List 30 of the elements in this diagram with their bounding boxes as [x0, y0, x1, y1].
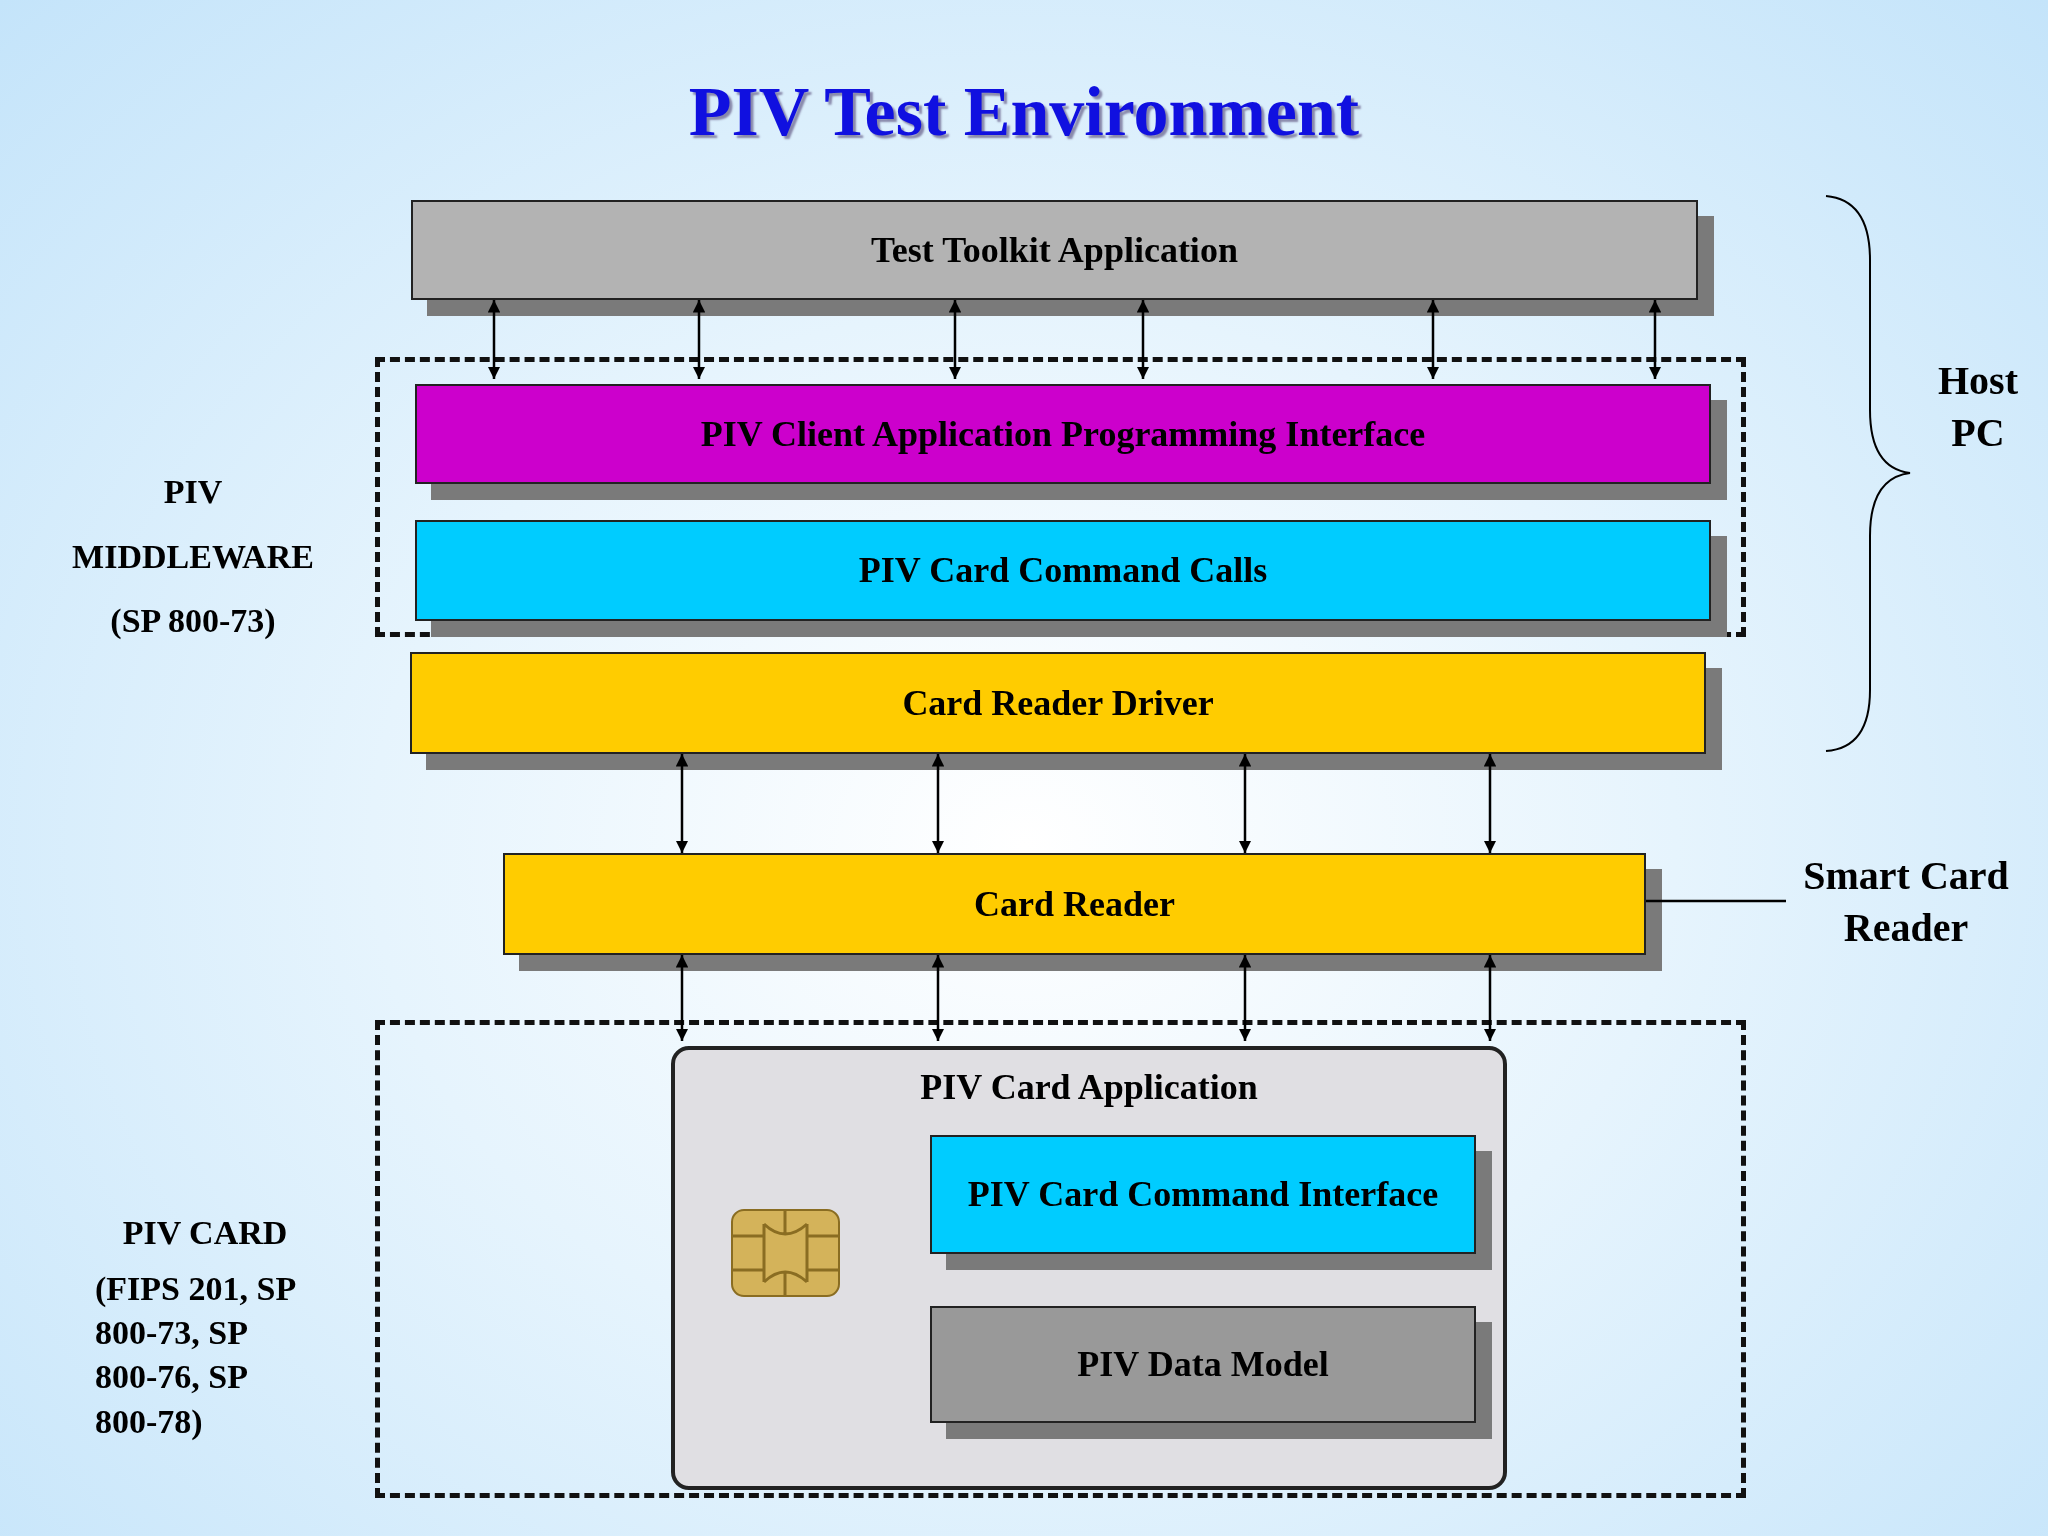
- double-arrow: [1483, 955, 1497, 1041]
- group-heading: (FIPS 201, SP 800-73, SP 800-76, SP 800-78): [95, 1269, 296, 1442]
- double-arrow: [931, 955, 945, 1041]
- diagram-title: PIV Test Environment: [687, 72, 1361, 152]
- double-arrow: [1648, 300, 1662, 379]
- bracket-label: Host PC: [1937, 357, 2019, 457]
- leader-line: [1646, 899, 1786, 903]
- double-arrow: [948, 300, 962, 379]
- layer-label: Card Reader Driver: [901, 681, 1215, 725]
- card-heading: PIV Card Application: [919, 1066, 1259, 1108]
- layer-label: Card Reader: [973, 882, 1176, 926]
- double-arrow: [1136, 300, 1150, 379]
- group-heading: PIV MIDDLEWARE (SP 800-73): [71, 472, 315, 642]
- double-arrow: [1483, 754, 1497, 853]
- double-arrow: [487, 300, 501, 379]
- double-arrow: [1238, 754, 1252, 853]
- card-panel: [671, 1046, 1507, 1490]
- group-heading: PIV CARD: [121, 1213, 289, 1253]
- double-arrow: [931, 754, 945, 853]
- double-arrow: [1426, 300, 1440, 379]
- layer-label: PIV Card Command Interface: [966, 1173, 1440, 1217]
- double-arrow: [1238, 955, 1252, 1041]
- double-arrow: [675, 955, 689, 1041]
- layer-label: Test Toolkit Application: [870, 228, 1239, 272]
- layer-label: PIV Client Application Programming Interface: [699, 412, 1427, 456]
- double-arrow: [692, 300, 706, 379]
- layer-label: PIV Card Command Calls: [857, 549, 1269, 593]
- layer-label: PIV Data Model: [1076, 1343, 1330, 1387]
- double-arrow: [675, 754, 689, 853]
- side-label: Smart Card Reader: [1786, 850, 2026, 950]
